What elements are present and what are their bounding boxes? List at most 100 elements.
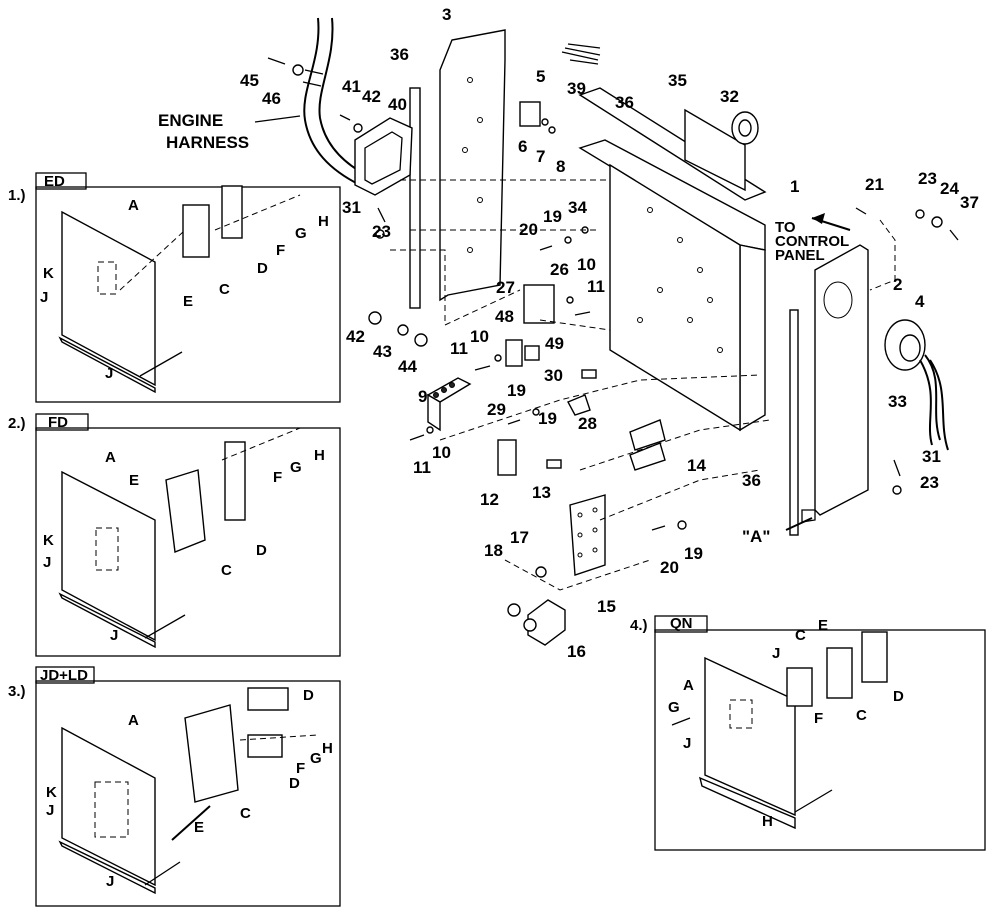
label-c: C xyxy=(221,562,232,579)
inset-2-number: 2.) xyxy=(8,415,26,432)
callout-5: 5 xyxy=(536,67,545,86)
callout-19b: 19 xyxy=(543,207,562,226)
label-j: J xyxy=(43,554,51,571)
callout-10c: 10 xyxy=(432,443,451,462)
label-d: D xyxy=(893,688,904,705)
grommet-part-4 xyxy=(884,319,926,371)
clip-part-13 xyxy=(546,459,562,469)
box-part-40 xyxy=(354,117,413,196)
callout-18: 18 xyxy=(484,541,503,560)
connector-part-16 xyxy=(523,599,566,646)
callout-41: 41 xyxy=(342,77,361,96)
label-j: J xyxy=(683,735,691,752)
callout-42a: 42 xyxy=(362,87,381,106)
label-d: D xyxy=(303,687,314,704)
engine-harness xyxy=(302,17,369,186)
label-part-49 xyxy=(524,345,540,361)
callout-11c: 11 xyxy=(413,458,431,477)
callout-31a: 31 xyxy=(342,198,361,217)
callout-17: 17 xyxy=(510,528,529,547)
inset-2-tag: FD xyxy=(48,414,68,431)
inset-1-tag: ED xyxy=(44,173,65,190)
strip-part-36-left xyxy=(409,87,421,309)
label-c: C xyxy=(856,707,867,724)
to-control-panel-arrowhead xyxy=(812,213,825,224)
label-k: K xyxy=(43,265,54,282)
label-k: K xyxy=(46,784,57,801)
label-d: D xyxy=(257,260,268,277)
label-a: A xyxy=(128,197,139,214)
label-j: J xyxy=(46,802,54,819)
callout-42b: 42 xyxy=(346,327,365,346)
inset-3-number: 3.) xyxy=(8,683,26,700)
callout-16: 16 xyxy=(567,642,586,661)
callout-9: 9 xyxy=(418,387,427,406)
view-a-arrow xyxy=(785,517,813,531)
to-control-panel-2: CONTROL xyxy=(775,233,849,250)
callout-34: 34 xyxy=(568,198,587,217)
relay-part-5 xyxy=(519,101,541,127)
inset-4-tag: QN xyxy=(670,615,693,632)
inset-1-ed: 1.) ED A C D E F G H J J K xyxy=(8,172,341,403)
callout-49: 49 xyxy=(545,334,564,353)
callout-12: 12 xyxy=(480,490,499,509)
callout-24: 24 xyxy=(940,179,959,198)
inset-3-jdld: 3.) JD+LD A C D D E F G H J J K xyxy=(8,666,341,907)
callout-15: 15 xyxy=(597,597,616,616)
callout-6: 6 xyxy=(518,137,527,156)
label-h: H xyxy=(318,213,329,230)
callout-11b: 11 xyxy=(450,339,468,358)
label-j: J xyxy=(110,627,118,644)
label-a: A xyxy=(128,712,139,729)
label-h: H xyxy=(314,447,325,464)
callout-7: 7 xyxy=(536,147,545,166)
callout-21: 21 xyxy=(865,175,884,194)
callout-23b: 23 xyxy=(372,222,391,241)
bracket-part-3 xyxy=(439,29,506,302)
inset-3-tag: JD+LD xyxy=(40,667,88,684)
label-g: G xyxy=(295,225,307,242)
callout-20b: 20 xyxy=(660,558,679,577)
callout-44: 44 xyxy=(398,357,417,376)
callout-33: 33 xyxy=(888,392,907,411)
callout-8: 8 xyxy=(556,157,565,176)
label-g: G xyxy=(310,750,322,767)
label-c: C xyxy=(240,805,251,822)
callout-37: 37 xyxy=(960,193,979,212)
callout-4: 4 xyxy=(915,292,925,311)
screws xyxy=(267,57,959,531)
label-j: J xyxy=(105,365,113,382)
inset-1-cover xyxy=(61,210,156,387)
label-j: J xyxy=(40,289,48,306)
rail-part-35 xyxy=(578,87,767,201)
callout-20a: 20 xyxy=(519,220,538,239)
to-control-panel-3: PANEL xyxy=(775,247,825,264)
callout-26: 26 xyxy=(550,260,569,279)
engine-harness-label-2: HARNESS xyxy=(166,133,249,152)
terminal-strip-part-15 xyxy=(569,494,606,576)
strip-part-36-right xyxy=(789,309,799,536)
label-g: G xyxy=(668,699,680,716)
callout-43: 43 xyxy=(373,342,392,361)
callout-19d: 19 xyxy=(507,381,526,400)
diodes-part-14 xyxy=(629,419,666,471)
callout-48: 48 xyxy=(495,307,514,326)
callout-23c: 23 xyxy=(920,473,939,492)
label-h: H xyxy=(322,740,333,757)
callout-11a: 11 xyxy=(587,277,605,296)
label-d: D xyxy=(289,775,300,792)
callout-27: 27 xyxy=(496,278,515,297)
view-a-label: "A" xyxy=(742,527,770,546)
label-j: J xyxy=(772,645,780,662)
callout-19c: 19 xyxy=(684,544,703,563)
fitting-part-28 xyxy=(567,394,591,416)
label-h: H xyxy=(762,813,773,830)
callout-39: 39 xyxy=(567,79,586,98)
label-e: E xyxy=(183,293,193,310)
label-e: E xyxy=(129,472,139,489)
wires-part-39 xyxy=(561,43,601,65)
label-f: F xyxy=(814,710,823,727)
label-f: F xyxy=(273,469,282,486)
callout-29: 29 xyxy=(487,400,506,419)
